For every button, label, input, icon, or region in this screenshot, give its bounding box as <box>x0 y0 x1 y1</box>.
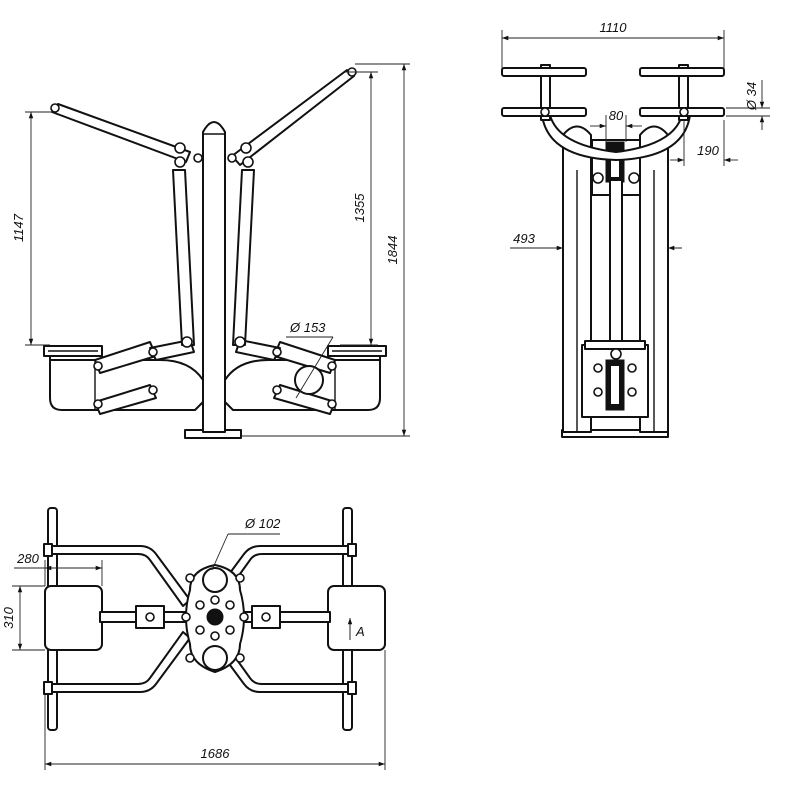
side-lower-frame <box>49 354 204 411</box>
front-view: 1110 Ø 34 80 190 493 <box>501 20 770 438</box>
front-center-bar <box>609 179 623 346</box>
dim-1844: 1844 <box>385 236 400 265</box>
dim-diameter-153: Ø 153 <box>289 320 326 335</box>
top-view: Ø 102 280 310 1686 A <box>1 507 386 770</box>
dim-1147: 1147 <box>11 213 26 242</box>
dim-310: 310 <box>1 606 16 628</box>
front-grip-top-right <box>639 67 725 77</box>
side-arm-rod-right <box>232 169 255 346</box>
top-dimensions <box>12 533 386 770</box>
side-handlebar-left <box>51 103 191 163</box>
side-joints <box>50 67 357 409</box>
top-frame-upper-left <box>47 545 191 607</box>
dim-1355: 1355 <box>352 193 367 223</box>
dim-280: 280 <box>16 551 39 566</box>
dim-1686: 1686 <box>201 746 231 761</box>
side-arm-rod-left <box>172 169 195 346</box>
dim-493: 493 <box>513 231 535 246</box>
front-grip-top-left <box>501 67 587 77</box>
dim-diameter-34: Ø 34 <box>744 82 759 111</box>
dim-diameter-102: Ø 102 <box>244 516 281 531</box>
top-pedal-right <box>327 585 386 651</box>
section-label-a: A <box>355 624 365 639</box>
dim-1110: 1110 <box>600 20 628 35</box>
dim-80: 80 <box>609 108 624 123</box>
side-dimensions <box>25 63 410 437</box>
dim-190: 190 <box>697 143 719 158</box>
top-pedal-left <box>44 585 103 651</box>
top-frame-lower-left <box>47 631 191 693</box>
side-central-post <box>202 121 226 433</box>
side-view: 1147 1355 1844 Ø 153 <box>11 63 410 439</box>
side-circle-153 <box>294 365 324 395</box>
front-dimensions <box>501 30 770 251</box>
front-base <box>561 429 669 438</box>
